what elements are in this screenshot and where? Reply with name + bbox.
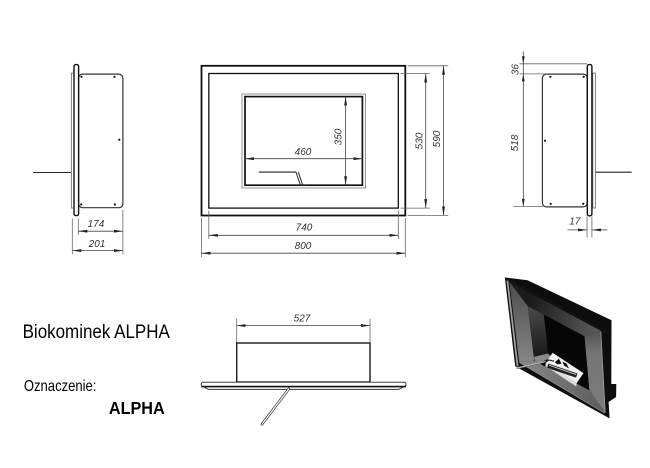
svg-text:36: 36 (510, 64, 521, 76)
svg-text:530: 530 (415, 132, 426, 149)
svg-text:800: 800 (295, 241, 312, 252)
svg-text:350: 350 (334, 128, 345, 145)
svg-text:ALPHA: ALPHA (109, 398, 165, 418)
svg-text:Biokominek ALPHA: Biokominek ALPHA (23, 321, 170, 343)
svg-text:Oznaczenie:: Oznaczenie: (24, 378, 97, 395)
svg-text:518: 518 (510, 134, 521, 151)
svg-text:590: 590 (432, 130, 443, 147)
svg-text:201: 201 (88, 239, 106, 250)
svg-text:17: 17 (569, 217, 581, 228)
svg-text:740: 740 (296, 223, 313, 234)
svg-text:527: 527 (294, 313, 311, 324)
svg-text:174: 174 (88, 219, 105, 230)
svg-text:460: 460 (295, 147, 312, 158)
